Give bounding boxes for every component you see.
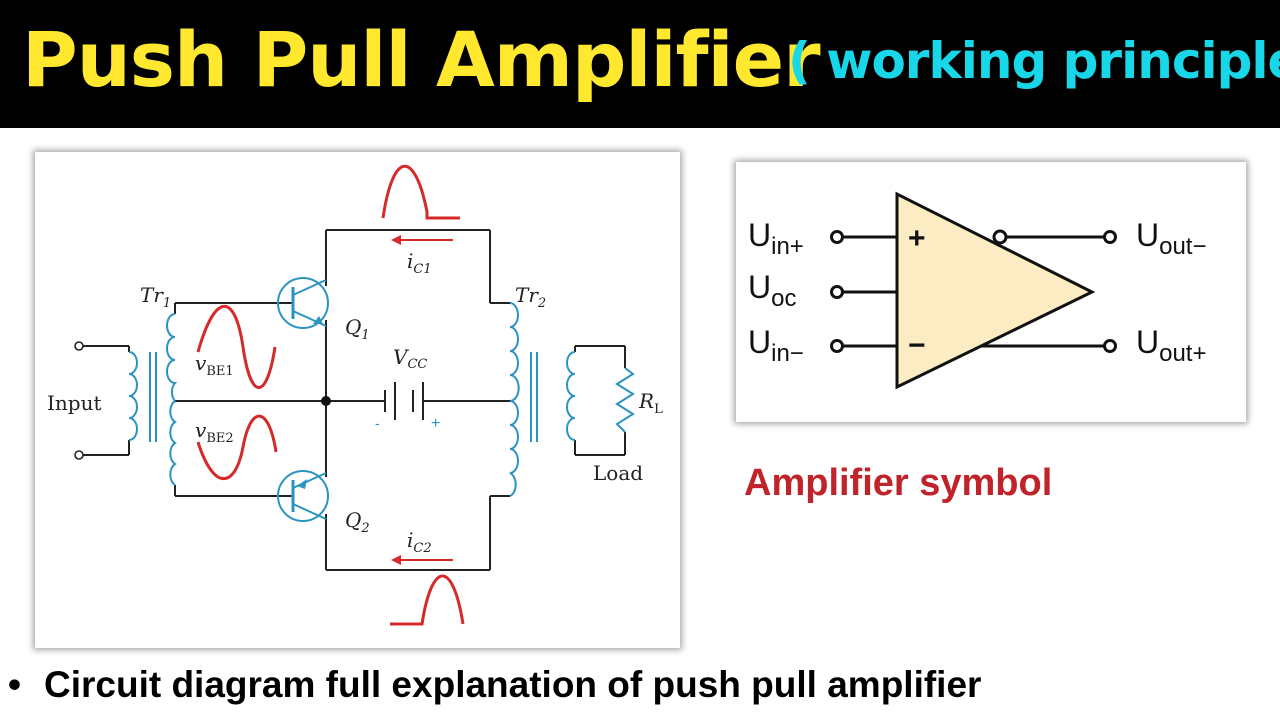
amplifier-caption: Amplifier symbol [744,462,1053,504]
input-terminal-top [74,341,84,351]
output-pulse-top [381,164,460,220]
vbe2-label: vBE2 [195,418,234,446]
pin-label-out-minus: Uout− [1136,217,1207,260]
amplifier-triangle [895,191,1096,390]
load-label: Load [593,461,643,485]
rl-label: RL [638,389,663,417]
page-subtitle: ( working principle ) [788,32,1280,90]
output-pulse-bottom [390,574,465,626]
page-title: Push Pull Amplifier [22,15,821,104]
pin-label-in-minus: Uin− [748,324,804,367]
transistor-q1 [277,277,329,329]
load-resistor [615,367,635,433]
pin-label-in-plus: Uin+ [748,217,804,260]
current-arrow-ic2 [391,555,453,565]
bullet-dot: • [8,664,21,705]
amplifier-pin-wires [842,235,1105,348]
current-arrow-ic1 [391,235,453,245]
pin-label-oc: Uoc [748,269,796,312]
push-pull-circuit-diagram: - + Tr1 Tr2 Q1 Q2 VCC iC1 iC2 vBE1 vBE2 … [47,164,663,626]
tr2-primary-coil-top [509,302,520,402]
circuit-diagram-card: - + Tr1 Tr2 Q1 Q2 VCC iC1 iC2 vBE1 vBE2 … [35,152,680,648]
amplifier-plus-sign: + [908,222,926,255]
tr1-primary-coil [128,351,138,441]
battery-plus-label: + [431,415,440,432]
input-sine-wave-top [196,304,277,389]
amplifier-symbol-card: + − Uin+ Uoc Uin− Uout− Uout+ [736,162,1246,422]
transistor-q2 [277,470,329,522]
amplifier-pin-terminals [830,229,1117,353]
tr2-primary-coil-bottom [509,400,519,497]
ic2-label: iC2 [407,528,432,556]
battery-minus-label: - [375,415,380,431]
tr2-label: Tr2 [515,283,546,311]
vbe1-label: vBE1 [195,351,234,379]
footer-bullet-item: • Circuit diagram full explanation of pus… [8,664,981,706]
pin-label-out-plus: Uout+ [1136,324,1207,367]
amplifier-symbol-diagram: + − Uin+ Uoc Uin− Uout− Uout+ [748,191,1207,390]
q1-label: Q1 [345,315,370,343]
title-bar: Push Pull Amplifier ( working principle … [0,0,1280,128]
q2-label: Q2 [345,508,370,536]
amplifier-minus-sign: − [908,329,926,362]
input-terminal-bottom [74,450,84,460]
tr1-label: Tr1 [140,283,171,311]
junction-dot [321,396,331,406]
circuit-wires [79,229,626,571]
battery-vcc [373,382,435,420]
input-label: Input [47,391,102,415]
vcc-label: VCC [393,345,427,372]
footer-text: Circuit diagram full explanation of push… [44,664,982,705]
tr1-secondary-coil-top [166,313,178,402]
ic1-label: iC1 [407,249,432,277]
tr1-secondary-coil-bottom [169,400,177,486]
input-sine-wave-bottom [196,414,278,481]
tr2-secondary-coil [566,351,576,441]
